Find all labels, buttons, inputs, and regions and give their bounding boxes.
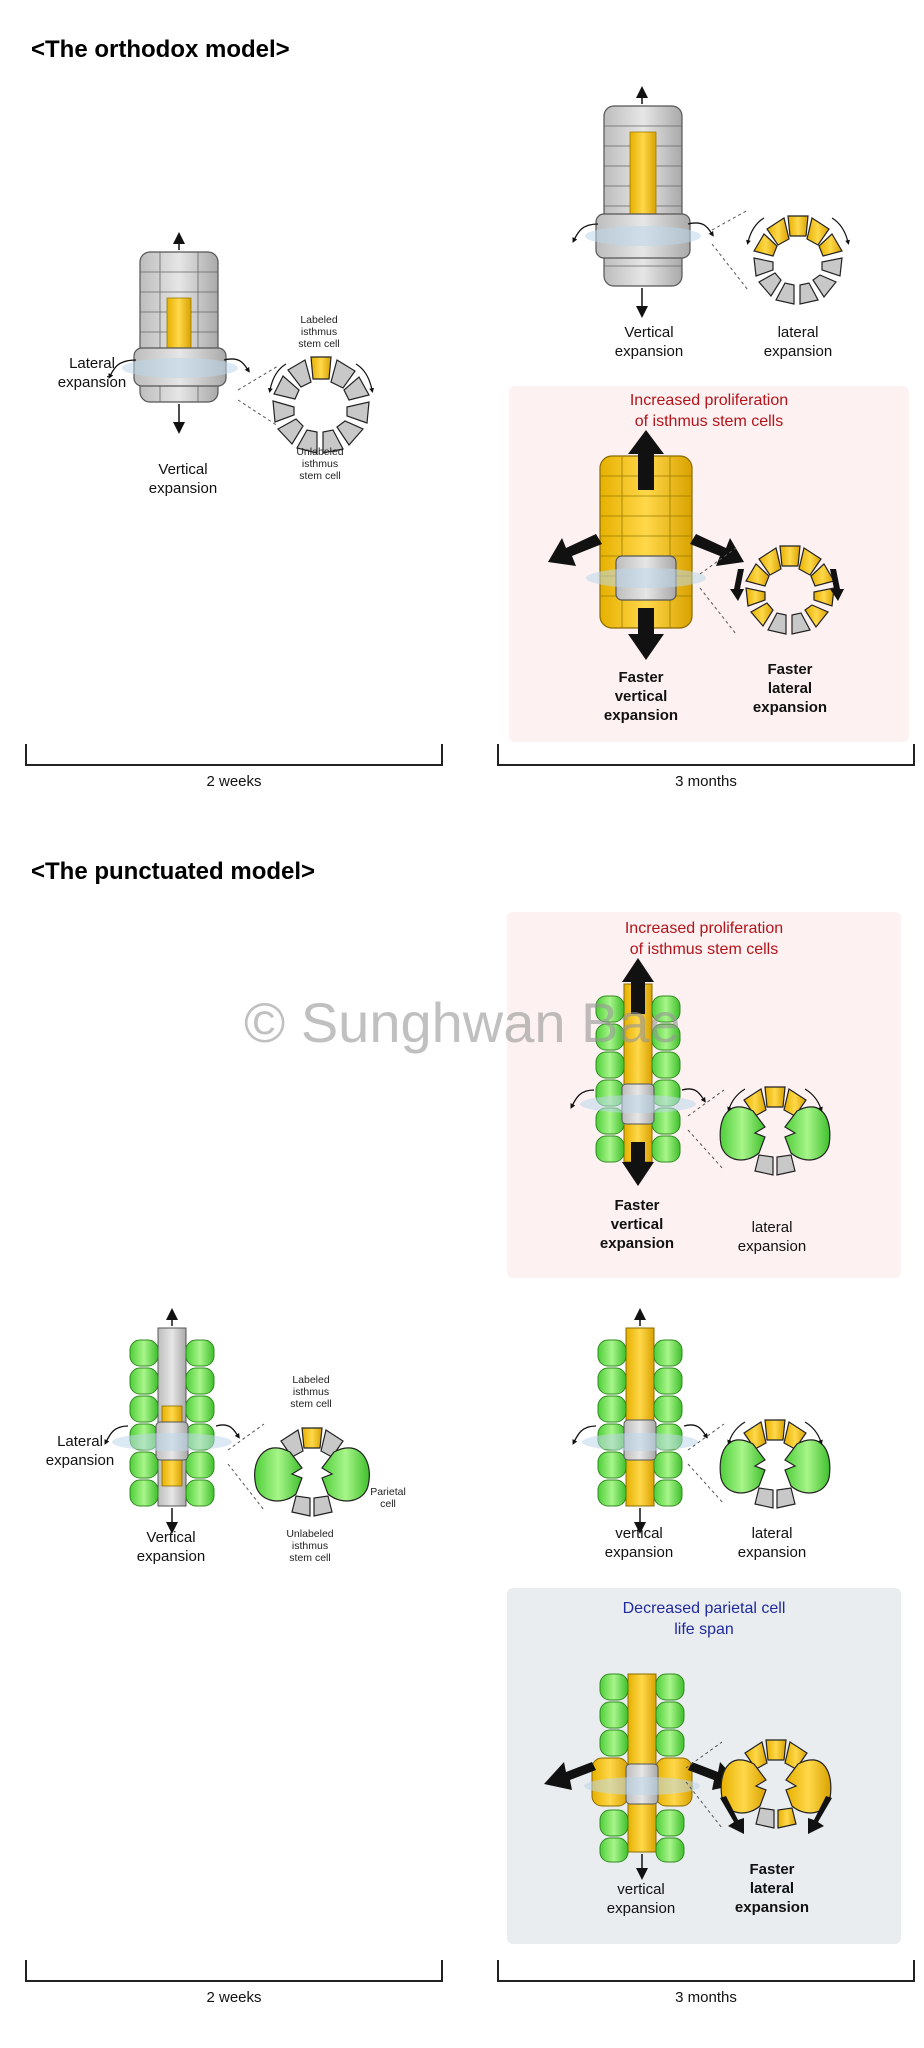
orthodox-bracket-right-label: 3 months (675, 773, 737, 790)
orthodox-proliferation-panel (509, 386, 909, 742)
orthodox-left-ring (268, 356, 374, 454)
orthodox-panel-vertical-label: Faster vertical expansion (603, 669, 679, 724)
punctuated-left-lateral-label: Lateral expansion (45, 1433, 115, 1469)
punctuated-proliferation-panel (507, 912, 901, 1278)
punctuated-top-panel-lateral-label: lateral expansion (737, 1219, 807, 1255)
orthodox-bracket-left (25, 744, 443, 766)
orthodox-right-top-dash-lines (711, 209, 749, 291)
orthodox-panel-lateral-label: Faster lateral expansion (752, 661, 828, 716)
punctuated-middle-gland (572, 1308, 708, 1534)
orthodox-unlabeled-label: Unlabeled isthmus stem cell (296, 446, 344, 482)
orthodox-left-lateral-label: Lateral expansion (57, 355, 127, 391)
punctuated-top-panel-ring (719, 1086, 831, 1176)
punctuated-middle-vertical-label: vertical expansion (604, 1525, 674, 1561)
punctuated-lifespan-panel (507, 1588, 901, 1944)
punctuated-left-ring (254, 1427, 370, 1517)
orthodox-right-top-ring (746, 215, 850, 305)
punctuated-middle-lateral-label: lateral expansion (737, 1525, 807, 1561)
orthodox-left-vertical-label: Vertical expansion (148, 461, 218, 497)
punctuated-labeled-label: Labeled isthmus stem cell (290, 1374, 332, 1410)
punctuated-bottom-panel-vertical-label: vertical expansion (606, 1881, 676, 1917)
punctuated-bracket-right-label: 3 months (675, 1989, 737, 2006)
punctuated-middle-ring (719, 1419, 831, 1509)
punctuated-top-panel-title: Increased proliferation of isthmus stem … (624, 920, 784, 958)
punctuated-title: <The punctuated model> (31, 858, 316, 885)
punctuated-bottom-panel-dash-lines (685, 1741, 723, 1829)
punctuated-bottom-panel-gland (544, 1673, 740, 1880)
punctuated-bracket-left-label: 2 weeks (206, 1989, 262, 2006)
orthodox-left-dash-lines (237, 365, 279, 427)
watermark: © Sunghwan Bae (244, 991, 681, 1054)
punctuated-bracket-left (25, 1960, 443, 1982)
punctuated-bottom-panel-title: Decreased parietal cell life span (622, 1600, 786, 1638)
orthodox-panel-dash-lines (699, 547, 737, 635)
punctuated-top-panel-dash-lines (687, 1089, 725, 1171)
punctuated-middle-dash-lines (687, 1423, 725, 1505)
punctuated-bottom-panel-ring (720, 1739, 832, 1834)
punctuated-top-panel-gland (570, 958, 706, 1186)
punctuated-unlabeled-label: Unlabeled isthmus stem cell (286, 1528, 334, 1564)
orthodox-panel-title: Increased proliferation of isthmus stem … (629, 392, 789, 430)
orthodox-bracket-right (497, 744, 915, 766)
orthodox-bracket-left-label: 2 weeks (206, 773, 262, 790)
punctuated-left-vertical-label: Vertical expansion (136, 1529, 206, 1565)
orthodox-title: <The orthodox model> (31, 36, 290, 63)
orthodox-left-gland (108, 232, 250, 434)
punctuated-top-panel-vertical-label: Faster vertical expansion (599, 1197, 675, 1252)
orthodox-labeled-label: Labeled isthmus stem cell (298, 314, 340, 350)
orthodox-right-top-gland (572, 86, 714, 318)
punctuated-left-gland (104, 1308, 240, 1534)
orthodox-panel-ring (730, 545, 844, 635)
orthodox-right-top-lateral-label: lateral expansion (763, 324, 833, 360)
punctuated-bottom-panel-lateral-label: Faster lateral expansion (734, 1861, 810, 1916)
orthodox-panel-gland (548, 430, 744, 660)
punctuated-bracket-right (497, 1960, 915, 1982)
punctuated-left-dash-lines (227, 1423, 265, 1511)
orthodox-right-top-vertical-label: Vertical expansion (614, 324, 684, 360)
parietal-cell-label: Parietal cell (370, 1486, 406, 1510)
